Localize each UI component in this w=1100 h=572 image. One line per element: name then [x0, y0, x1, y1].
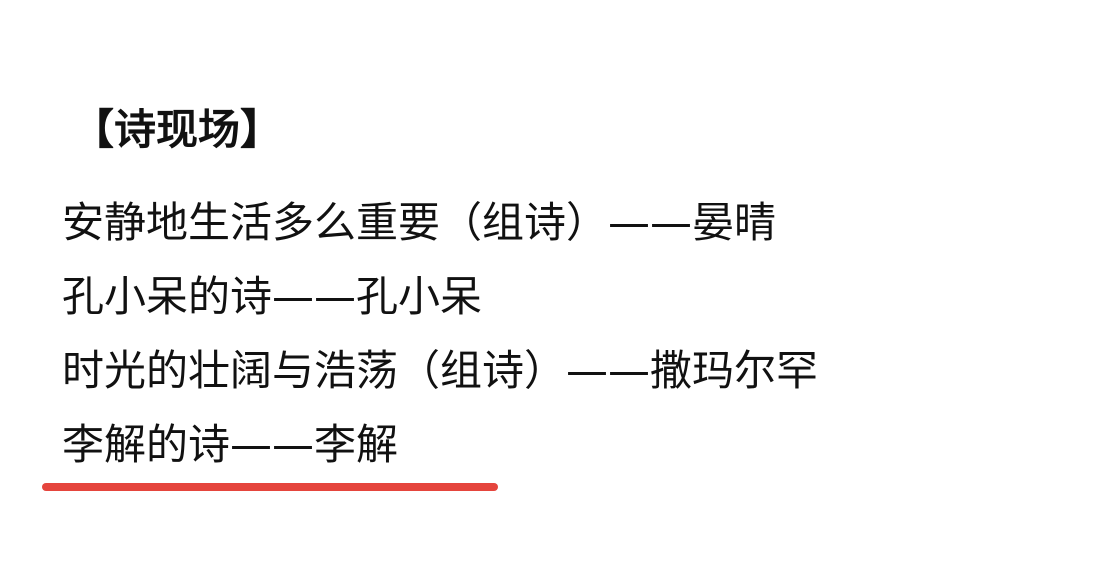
section-title: 【诗现场】 — [72, 105, 283, 154]
highlight-underline — [42, 483, 498, 491]
entry-list: 安静地生活多么重要（组诗）——晏晴 孔小呆的诗——孔小呆 时光的壮阔与浩荡（组诗… — [62, 186, 818, 482]
list-item: 李解的诗——李解 — [62, 420, 399, 469]
list-item: 安静地生活多么重要（组诗）——晏晴 — [62, 198, 777, 247]
list-item: 时光的壮阔与浩荡（组诗）——撒玛尔罕 — [62, 346, 819, 395]
list-item: 孔小呆的诗——孔小呆 — [62, 272, 483, 321]
